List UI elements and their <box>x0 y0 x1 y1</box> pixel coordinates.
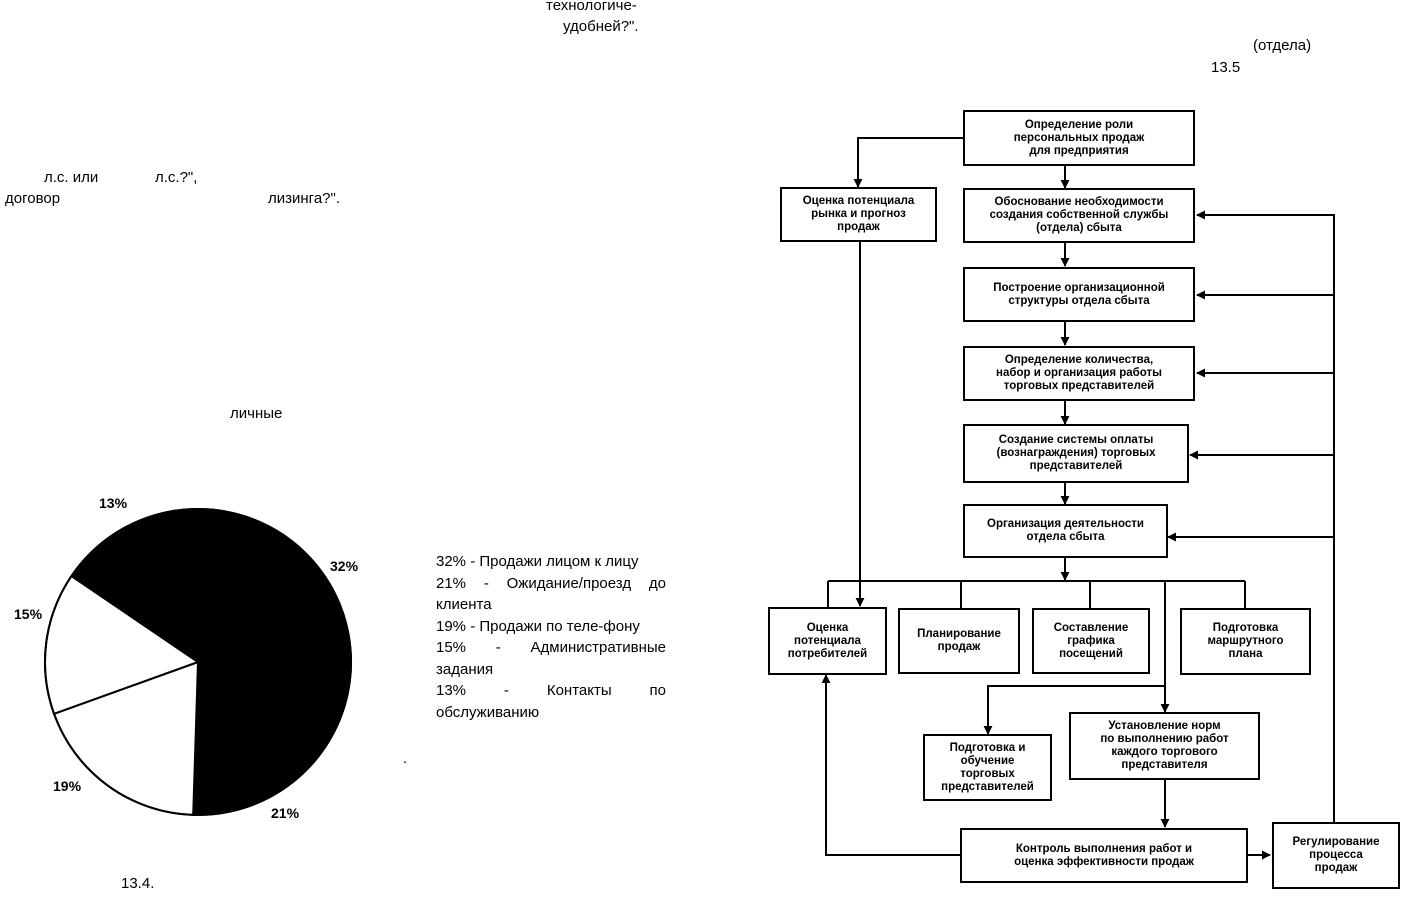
flow-box-market-forecast: Оценка потенциала рынка и прогноз продаж <box>780 187 937 242</box>
pie-label-19: 19% <box>53 778 82 794</box>
flow-box-regulation: Регулирование процесса продаж <box>1272 822 1400 889</box>
flow-box-work-norms: Установление норм по выполнению работ ка… <box>1069 712 1260 780</box>
header-dept: (отдела) <box>1253 37 1312 54</box>
pie-label-21: 21% <box>271 805 300 821</box>
legend-item: 21% - Ожидание/проезд до клиента <box>436 574 666 614</box>
flow-box-route-plan: Подготовка маршрутного плана <box>1180 608 1311 675</box>
figure-number-right: 13.5 <box>1211 59 1241 76</box>
flow-box-training: Подготовка и обучение торговых представи… <box>923 734 1052 801</box>
legend-item: 15% - Административные задания <box>436 639 666 678</box>
flow-box-consumer-potential: Оценка потенциала потребителей <box>768 607 887 675</box>
pie-outline <box>44 508 352 816</box>
pie-label-15: 15% <box>14 606 43 622</box>
pie-legend: 32% - Продажи лицом к лицу 21% - Ожидани… <box>436 551 666 723</box>
text-ls-2: л.с.?", <box>155 169 198 186</box>
pie-chart <box>44 508 352 816</box>
flow-box-org-activity: Организация деятельности отдела сбыта <box>963 504 1168 558</box>
header-line-2: удобней?". <box>563 18 639 35</box>
text-lichnye: личные <box>230 405 283 422</box>
legend-item: 32% - Продажи лицом к лицу <box>436 553 639 570</box>
text-ls-1: л.с. или <box>44 169 99 186</box>
pie-label-13: 13% <box>99 495 128 511</box>
flow-box-role: Определение роли персональных продаж для… <box>963 110 1195 166</box>
stray-dot: . <box>403 750 408 767</box>
text-dogovor: договор <box>5 190 61 207</box>
flow-box-payment-system: Создание системы оплаты (вознаграждения)… <box>963 424 1189 483</box>
legend-item: 13% - Контакты по обслуживанию <box>436 682 666 721</box>
flow-box-control: Контроль выполнения работ и оценка эффек… <box>960 828 1248 883</box>
flow-box-sales-planning: Планирование продаж <box>898 608 1020 674</box>
figure-number-left: 13.4. <box>121 875 155 892</box>
pie-label-32: 32% <box>330 558 359 574</box>
legend-item: 19% - Продажи по теле-фону <box>436 617 640 635</box>
flow-box-justification: Обоснование необходимости создания собст… <box>963 188 1195 243</box>
text-lizing: лизинга?". <box>268 190 340 207</box>
flow-box-staffing: Определение количества, набор и организа… <box>963 346 1195 401</box>
flow-box-visit-schedule: Составление графика посещений <box>1032 608 1150 674</box>
header-line-1: технологиче- <box>546 0 637 14</box>
flow-box-org-structure: Построение организационной структуры отд… <box>963 267 1195 322</box>
